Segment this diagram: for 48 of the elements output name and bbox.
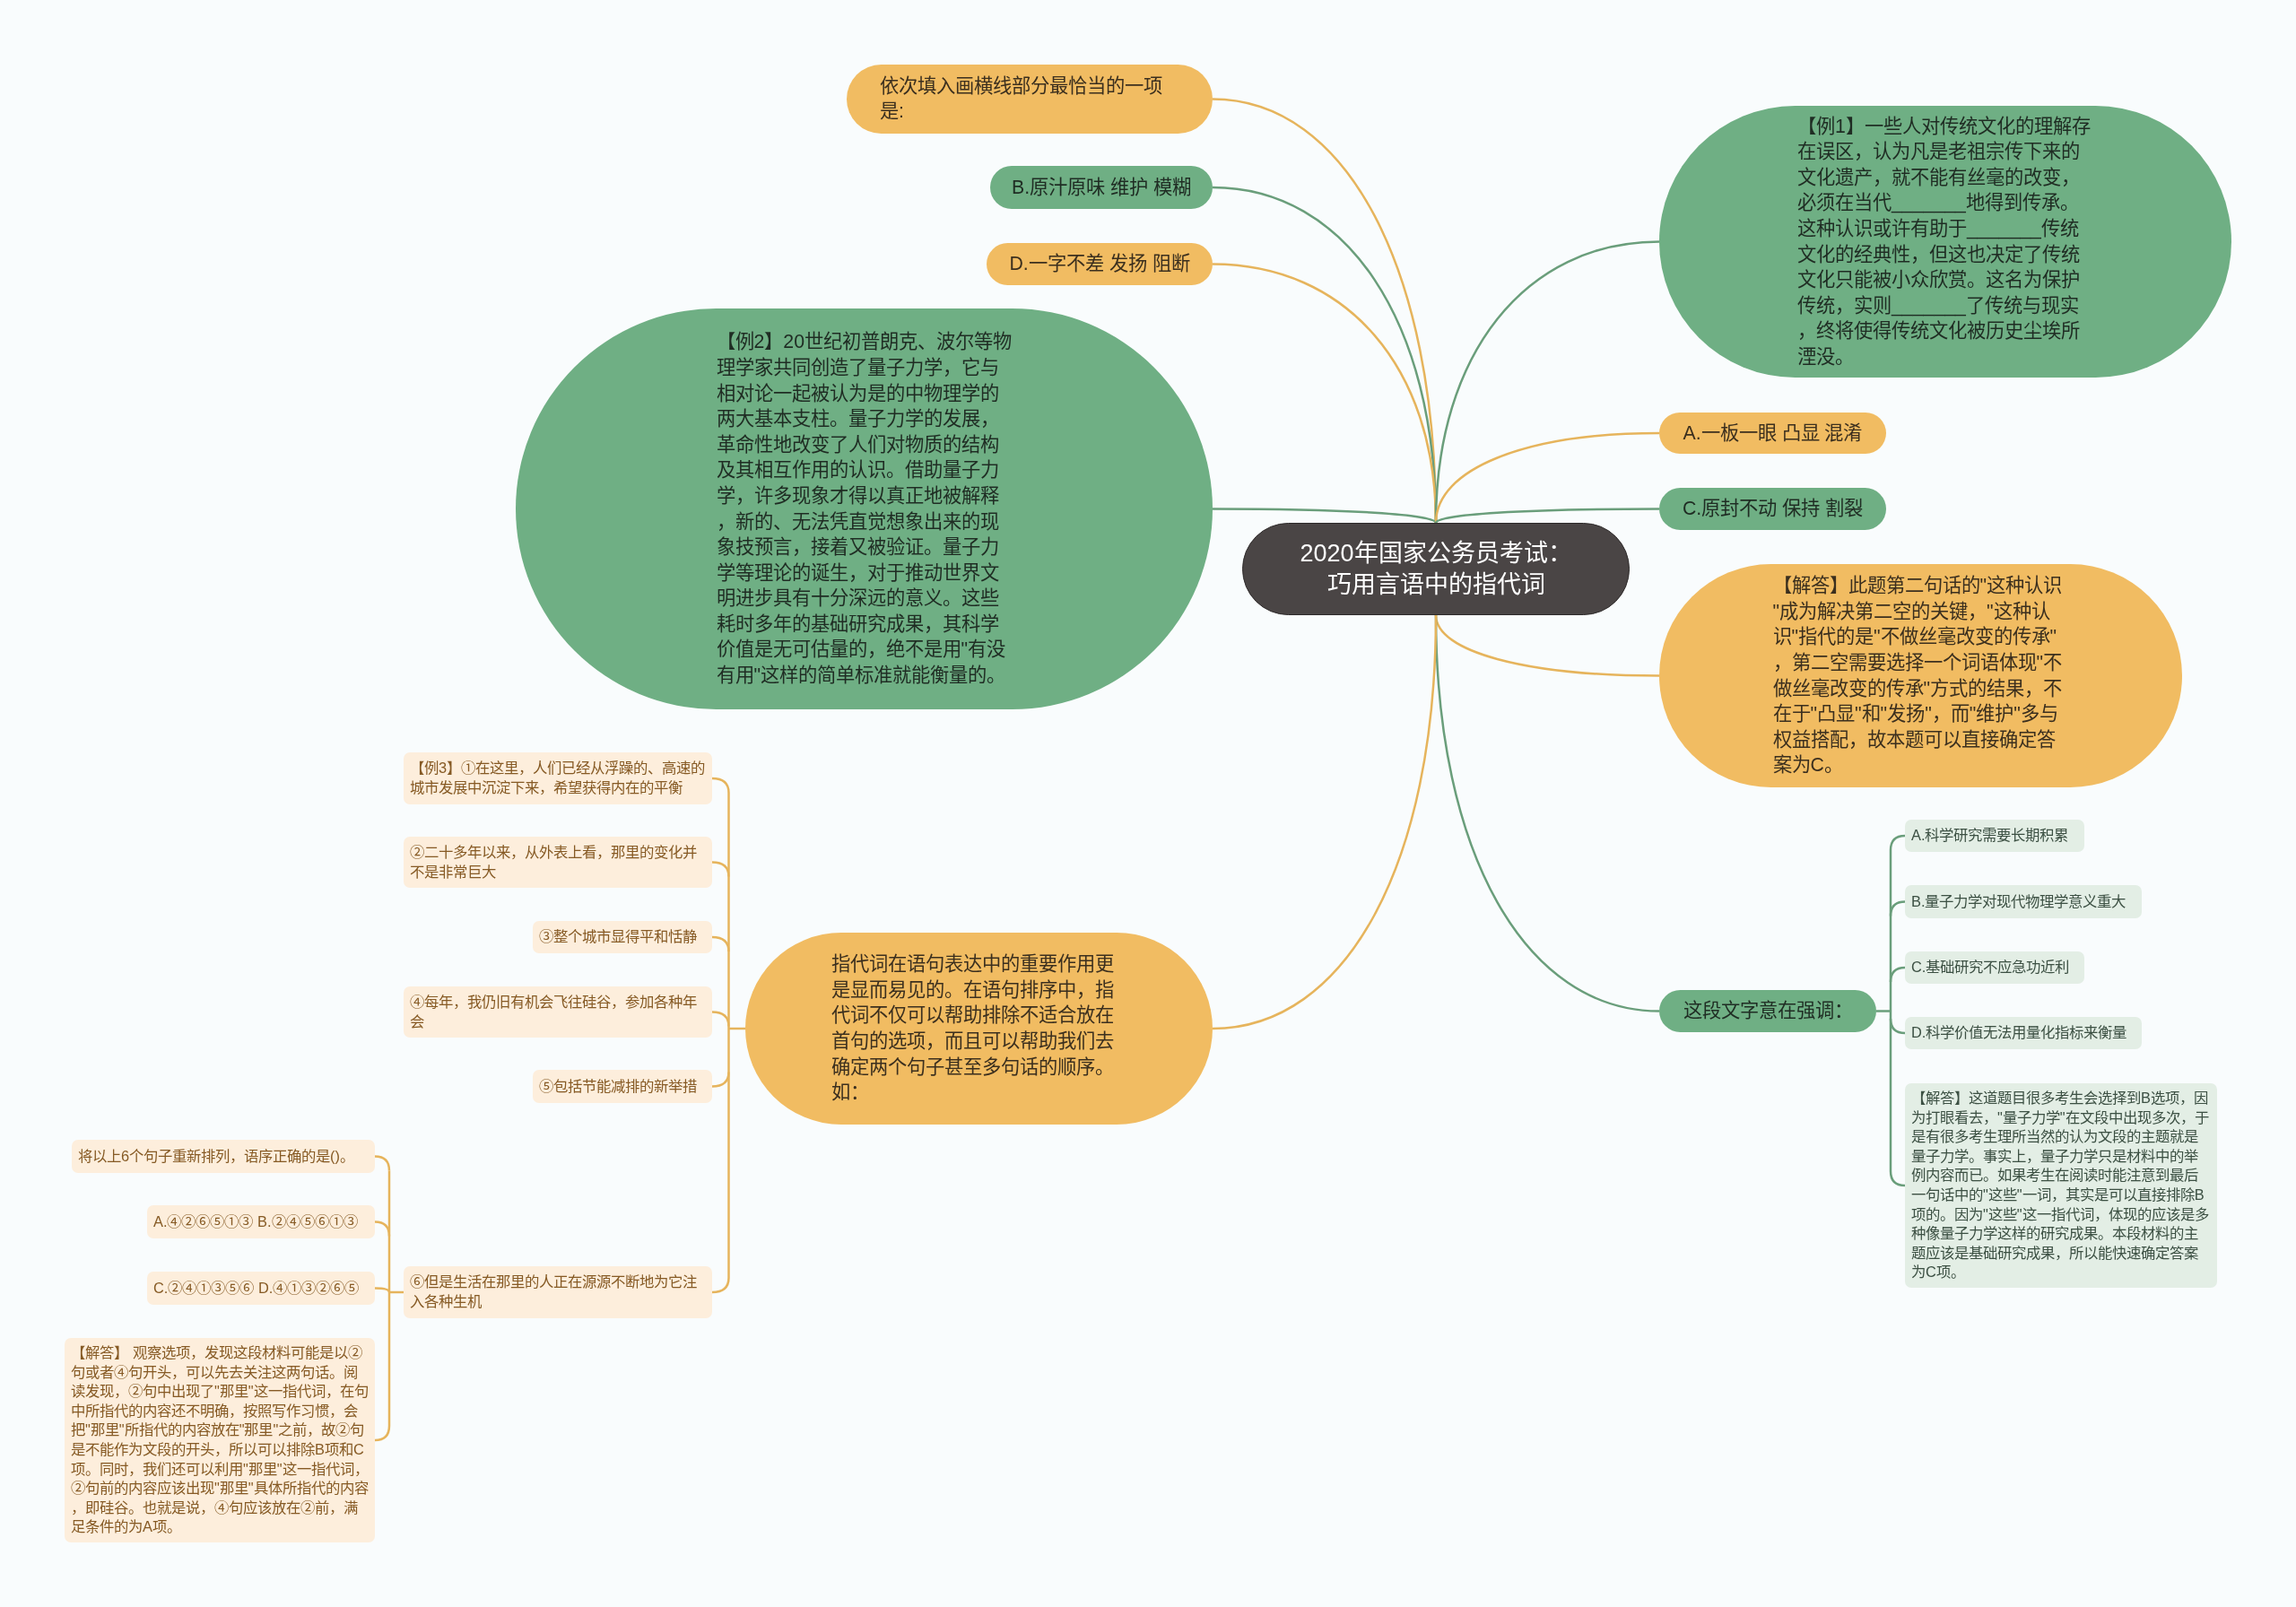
topic-pill: B.原汁原味 维护 模糊 bbox=[990, 166, 1213, 209]
central-topic: 2020年国家公务员考试：巧用言语中的指代词 bbox=[1242, 523, 1630, 615]
text-bubble: 【例2】20世纪初普朗克、波尔等物理学家共同创造了量子力学，它与相对论一起被认为是的中物理学的两大基本支柱。量子力学的发展，革命性地改变了人们对物质的结构及其相互作用的认识。借助量子力学，许多现象才得以真正地被解释，新的、无法凭直觉想象出来的现象技预言，接着又被验证。量子力学等理论的诞生，对于推动世界文明进步具有十分深远的意义。这些耗时多年的基础研究成果，其科学价值是无可估量的，绝不是用"有没有用"这样的简单标准就能衡量的。 bbox=[516, 308, 1213, 709]
connector-line bbox=[1889, 834, 1906, 851]
connector-line bbox=[1889, 900, 1906, 916]
connector-line bbox=[711, 935, 730, 952]
note-card: ⑤包括节能减排的新举措 bbox=[533, 1070, 712, 1103]
note-card: A.科学研究需要长期积累 bbox=[1905, 820, 2084, 852]
text-bubble: 【例1】一些人对传统文化的理解存在误区，认为凡是老祖宗传下来的文化遗产，就不能有丝毫的改变，必须在当代_______地得到传承。这种认识或许有助于_______传统文化的经典性，但这也决定了传统文化只能被小众欣赏。这名为保护传统，实则_______了传统与现实，终将使得传统文化被历史尘埃所湮没。 bbox=[1659, 106, 2231, 378]
text-bubble: 【解答】此题第二句话的"这种认识"成为解决第二空的关键，"这种认识"指代的是"不做丝毫改变的传承"，第二空需要选择一个词语体现"不做丝毫改变的传承"方式的结果，不在于"凸显"和"发扬"，而"维护"多与权益搭配，故本题可以直接确定答案为C。 bbox=[1659, 564, 2182, 787]
note-card: B.量子力学对现代物理学意义重大 bbox=[1905, 885, 2142, 918]
connector-line bbox=[1213, 508, 1437, 524]
note-card: ⑥但是生活在那里的人正在源源不断地为它注入各种生机 bbox=[404, 1266, 712, 1318]
connector-line bbox=[1889, 1170, 1906, 1187]
text-bubble: 指代词在语句表达中的重要作用更是显而易见的。在语句排序中，指代词不仅可以帮助排除不适合放在首句的选项，而且可以帮助我们去确定两个句子甚至多句话的顺序。如： bbox=[745, 933, 1213, 1125]
connector-line bbox=[374, 1155, 391, 1171]
topic-pill: D.一字不差 发扬 阻断 bbox=[987, 243, 1213, 285]
connector-line bbox=[1435, 508, 1659, 524]
note-card: ④每年，我仍旧有机会飞往硅谷，参加各种年会 bbox=[404, 986, 712, 1038]
connector-line bbox=[726, 791, 747, 1280]
connector-line bbox=[1434, 431, 1660, 524]
topic-pill: 这段文字意在强调： bbox=[1659, 990, 1876, 1032]
connector-line bbox=[1874, 848, 1893, 1173]
note-card: 【解答】这道题目很多考生会选择到B选项，因为打眼看去，"量子力学"在文段中出现多次，于是有很多考生理所当然的认为文段的主题就是量子力学。事实上，量子力学只是材料中的举例内容而已。如果考生在阅读时能注意到最后一句话中的"这些"一词，其实是可以直接排除B项的。因为"这些"这一指代词，体现的应该是多种像量子力学这样的研究成果。本段材料的主题应该是基础研究成果，所以能快速确定答案为C项。 bbox=[1905, 1083, 2217, 1288]
note-card: ②二十多年以来，从外表上看，那里的变化并不是非常巨大 bbox=[404, 837, 712, 888]
connector-line bbox=[711, 861, 730, 877]
connector-line bbox=[374, 1220, 391, 1237]
connector-line bbox=[711, 777, 730, 794]
topic-pill: 依次填入画横线部分最恰当的一项是: bbox=[847, 65, 1213, 134]
connector-line bbox=[374, 1425, 391, 1442]
note-card: C.基础研究不应急功近利 bbox=[1905, 951, 2084, 984]
note-card: D.科学价值无法用量化指标来衡量 bbox=[1905, 1017, 2142, 1049]
note-card: 【解答】 观察选项，发现这段材料可能是以②句或者④句开头，可以先去关注这两句话。阅读发现，②句中出现了"那里"这一指代词，在句中所指代的内容还不明确，按照写作习惯，会把"那里"所指代的内容放在"那里"之前，故②句是不能作为文段的开头，所以可以排除B项和C项。同时，我们还可以利用"那里"这一指代词，②句前的内容应该出现"那里"具体所指代的内容，即硅谷。也就是说，④句应该放在②前，满足条件的为A项。 bbox=[65, 1338, 375, 1542]
topic-pill: A.一板一眼 凸显 混淆 bbox=[1659, 413, 1886, 454]
connector-line bbox=[1889, 966, 1906, 983]
connector-line bbox=[711, 1277, 730, 1294]
note-card: 将以上6个句子重新排列，语序正确的是()。 bbox=[72, 1140, 375, 1173]
note-card: A.④②⑥⑤①③ B.②④⑤⑥①③ bbox=[147, 1205, 375, 1238]
connector-line bbox=[1889, 1018, 1906, 1035]
note-card: ③整个城市显得平和恬静 bbox=[533, 921, 712, 953]
connector-line bbox=[387, 1169, 405, 1428]
topic-pill: C.原封不动 保持 割裂 bbox=[1659, 488, 1886, 530]
connector-line bbox=[374, 1287, 391, 1293]
connector-line bbox=[711, 1072, 730, 1088]
note-card: 【例3】①在这里，人们已经从浮躁的、高速的城市发展中沉淀下来，希望获得内在的平衡 bbox=[404, 752, 712, 804]
connector-line bbox=[1212, 614, 1438, 1030]
note-card: C.②④①③⑤⑥ D.④①③②⑥⑤ bbox=[147, 1272, 375, 1305]
connector-line bbox=[711, 1011, 730, 1027]
